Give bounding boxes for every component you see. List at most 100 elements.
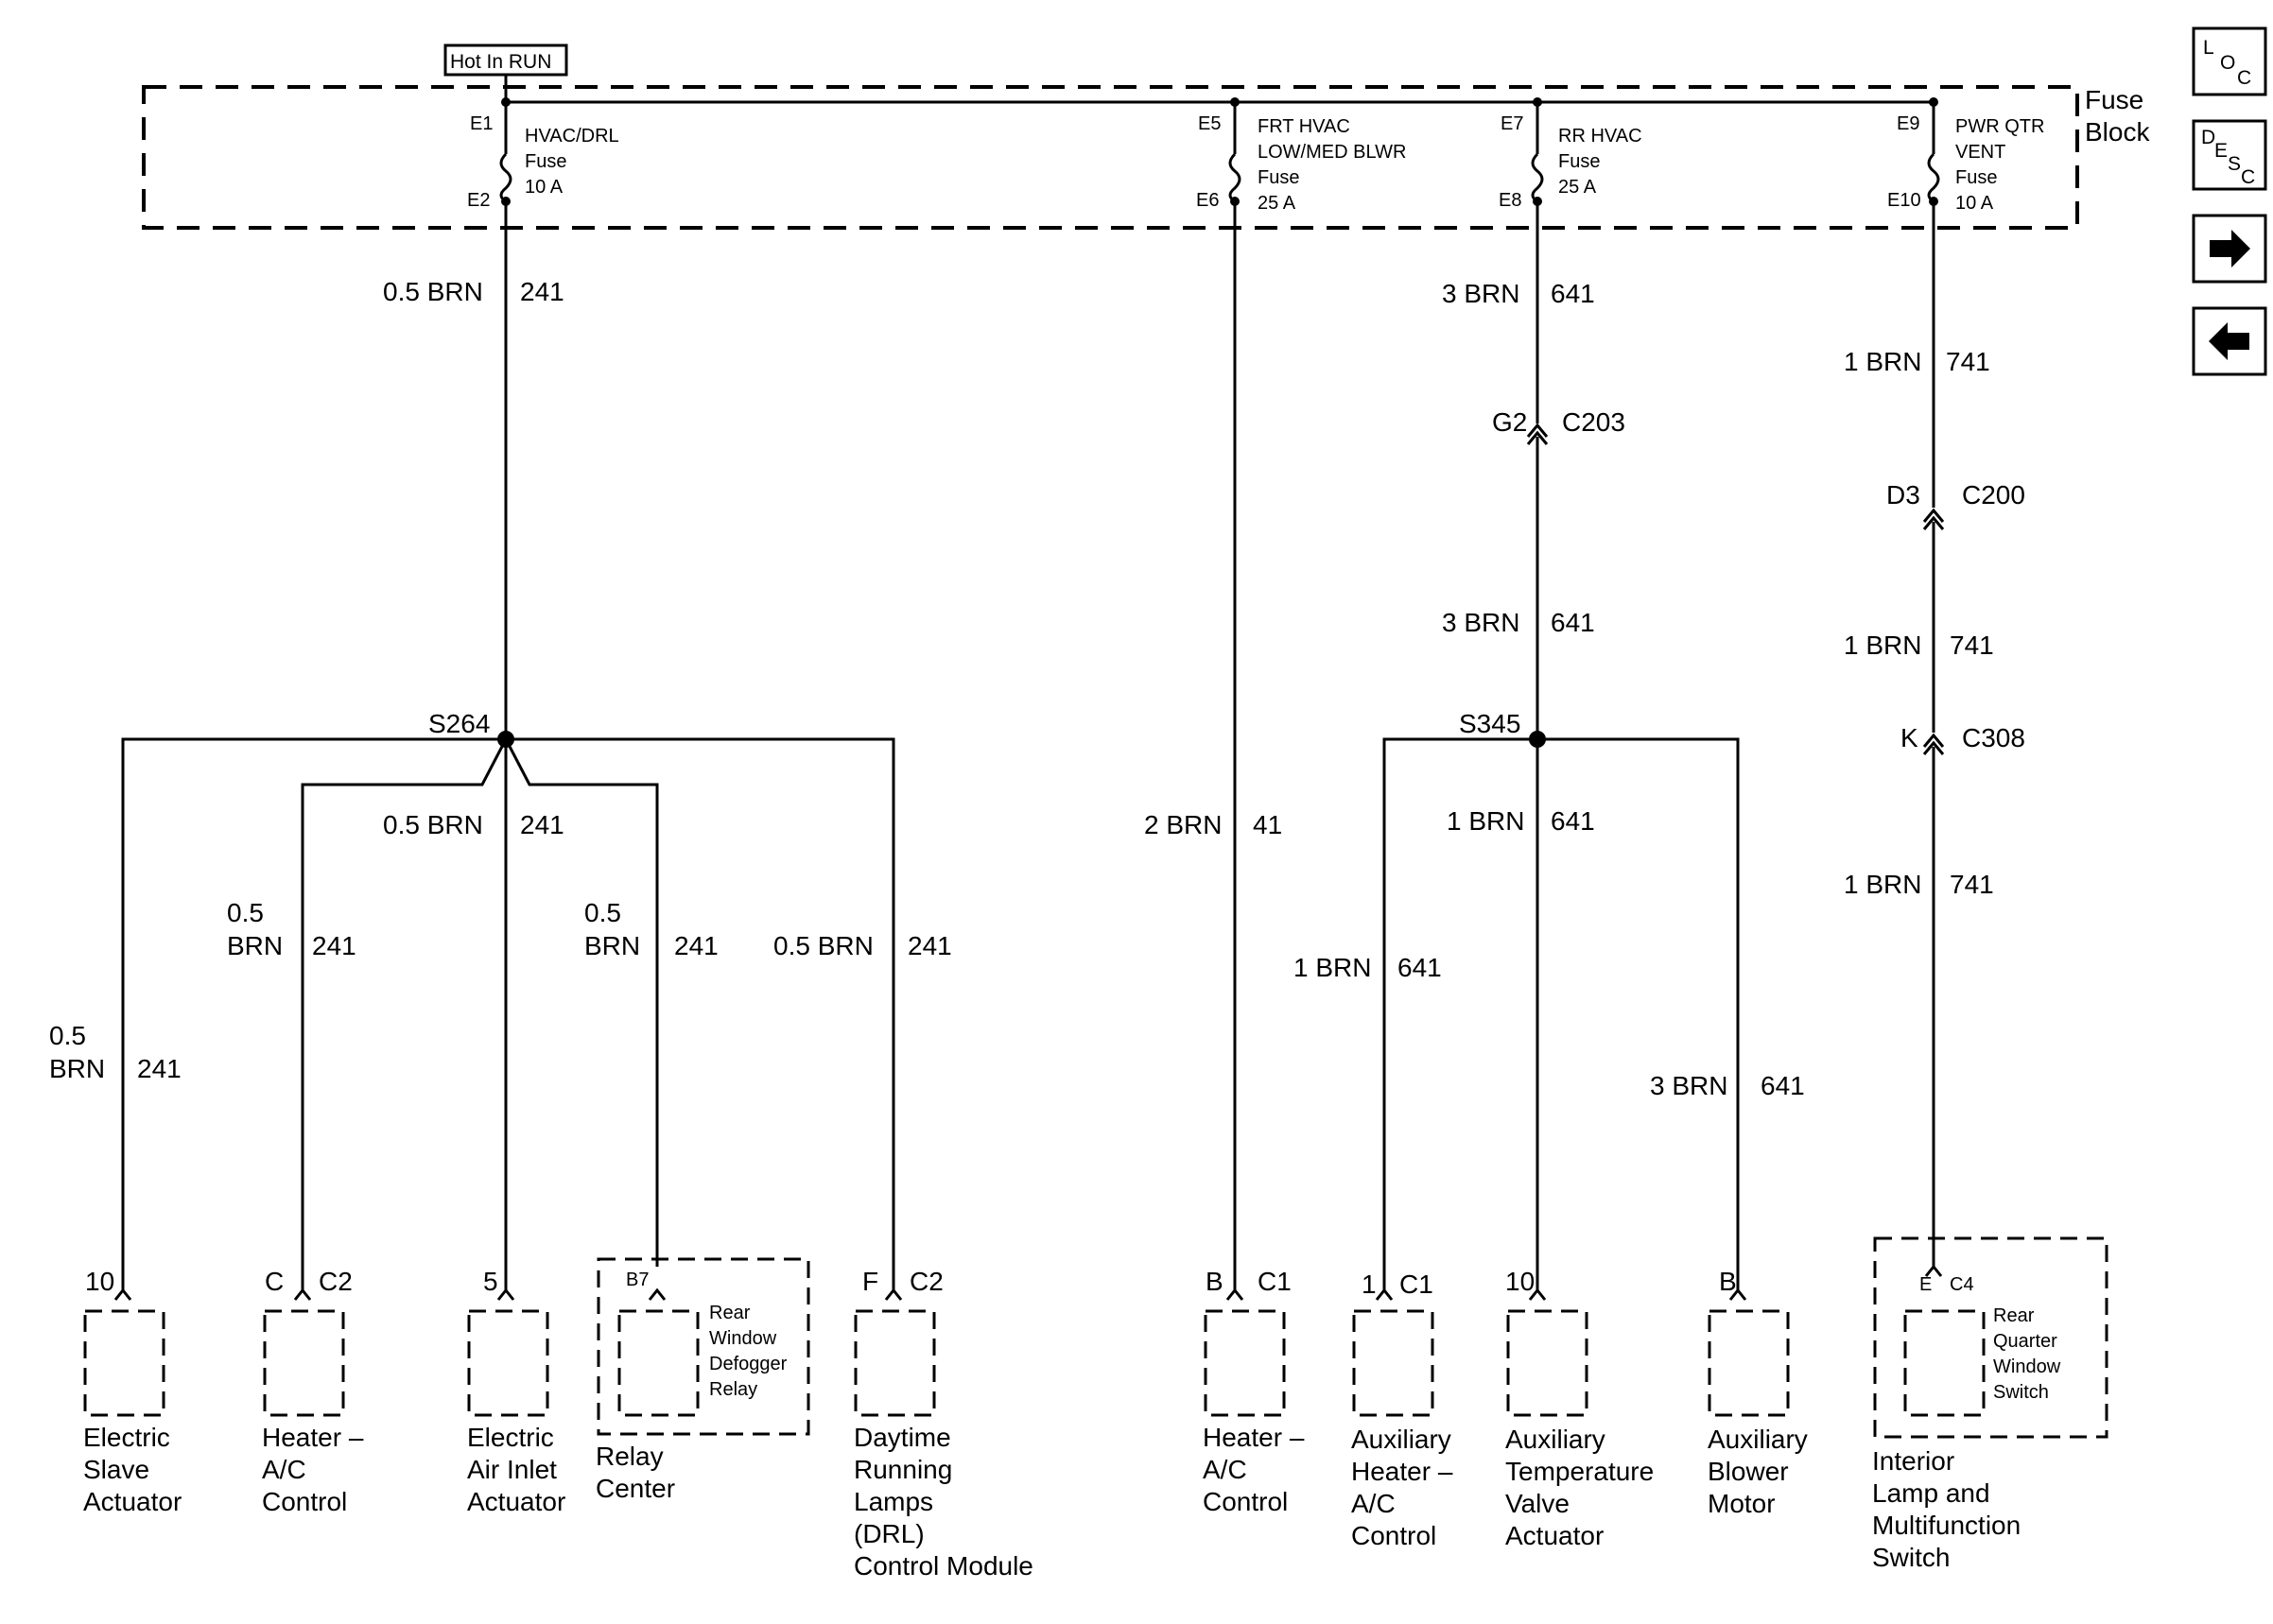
svg-text:641: 641 — [1761, 1071, 1805, 1100]
loc-button[interactable]: L O C — [2192, 26, 2267, 96]
svg-text:B: B — [1719, 1267, 1737, 1296]
svg-text:Control Module: Control Module — [854, 1551, 1033, 1581]
fuse-hvac-drl: E1 E2 HVAC/DRL Fuse 10 A — [467, 97, 619, 225]
fuse-block-label-1: Fuse — [2085, 85, 2143, 114]
svg-text:Daytime: Daytime — [854, 1423, 951, 1452]
svg-text:3 BRN: 3 BRN — [1442, 608, 1519, 637]
svg-text:10: 10 — [85, 1267, 114, 1296]
svg-text:F: F — [862, 1267, 878, 1296]
fuse-rr-hvac: E7 E8 RR HVAC Fuse 25 A — [1499, 97, 1642, 225]
fuse-name: Fuse — [1558, 151, 1600, 172]
svg-text:Control: Control — [262, 1487, 347, 1516]
component-electric-air-inlet-actuator: 5 Electric Air Inlet Actuator — [467, 1267, 565, 1516]
svg-text:Electric: Electric — [467, 1423, 554, 1452]
svg-text:741: 741 — [1950, 870, 1994, 899]
wire-branch-1 — [121, 737, 506, 1290]
fuse-symbol-icon — [1531, 152, 1544, 203]
svg-text:641: 641 — [1551, 279, 1595, 308]
svg-text:Window: Window — [1993, 1356, 2061, 1377]
svg-text:Multifunction: Multifunction — [1872, 1511, 2021, 1540]
svg-text:Blower: Blower — [1708, 1457, 1789, 1486]
svg-text:BRN: BRN — [49, 1054, 105, 1083]
fuse-name: Fuse — [525, 151, 566, 172]
fuse-rating: 25 A — [1258, 193, 1296, 214]
fuse-pin-label: E10 — [1887, 190, 1921, 211]
svg-text:41: 41 — [1253, 810, 1282, 839]
svg-text:Running: Running — [854, 1455, 952, 1484]
fuse-block-label-2: Block — [2085, 117, 2150, 147]
prev-button[interactable] — [2192, 306, 2267, 376]
component-heater-ac-control-c1: B C1 Heater – A/C Control — [1203, 1267, 1305, 1516]
svg-text:Auxiliary: Auxiliary — [1505, 1425, 1605, 1454]
svg-text:B: B — [1206, 1267, 1223, 1296]
svg-text:Actuator: Actuator — [467, 1487, 565, 1516]
wire-branch-8 — [1537, 737, 1740, 1290]
svg-text:1 BRN: 1 BRN — [1844, 870, 1921, 899]
svg-text:5: 5 — [483, 1267, 498, 1296]
fuse-name: VENT — [1955, 142, 2005, 163]
svg-text:641: 641 — [1551, 608, 1595, 637]
component-auxiliary-temperature-valve-actuator: 10 Auxiliary Temperature Valve Actuator — [1505, 1267, 1654, 1550]
svg-text:Control: Control — [1203, 1487, 1288, 1516]
inline-connector-icon — [1526, 423, 1549, 445]
svg-text:1: 1 — [1362, 1270, 1377, 1299]
svg-text:A/C: A/C — [262, 1455, 306, 1484]
component-auxiliary-heater-ac-control: 1 C1 Auxiliary Heater – A/C Control — [1351, 1270, 1453, 1550]
fuse-name: Fuse — [1955, 167, 1997, 188]
fuse-name: LOW/MED BLWR — [1258, 142, 1406, 163]
svg-text:C1: C1 — [1399, 1270, 1433, 1299]
svg-text:Interior: Interior — [1872, 1446, 1954, 1476]
svg-text:0.5 BRN: 0.5 BRN — [383, 277, 483, 306]
svg-text:Defogger: Defogger — [709, 1354, 788, 1374]
svg-text:Control: Control — [1351, 1521, 1436, 1550]
svg-text:E: E — [1919, 1274, 1932, 1295]
fuse-pin-label: E8 — [1499, 190, 1521, 211]
wire-branch-6 — [1382, 737, 1537, 1290]
wire-branch-5 — [506, 737, 895, 1290]
fuse-pin-label: E1 — [470, 113, 493, 134]
svg-text:A/C: A/C — [1351, 1489, 1396, 1518]
svg-text:Valve: Valve — [1505, 1489, 1570, 1518]
right-arrow-icon — [2210, 230, 2250, 268]
svg-text:2 BRN: 2 BRN — [1144, 810, 1222, 839]
fuse-name: PWR QTR — [1955, 116, 2044, 137]
fuse-rating: 25 A — [1558, 177, 1597, 198]
svg-text:Lamps: Lamps — [854, 1487, 933, 1516]
component-electric-slave-actuator: 10 Electric Slave Actuator — [83, 1267, 182, 1516]
svg-text:Temperature: Temperature — [1505, 1457, 1654, 1486]
svg-text:Heater –: Heater – — [262, 1423, 364, 1452]
svg-text:Window: Window — [709, 1328, 777, 1349]
component-interior-lamp-multifunction-switch: E C4 Rear Quarter Window Switch Interior… — [1872, 1236, 2108, 1572]
svg-text:0.5 BRN: 0.5 BRN — [383, 810, 483, 839]
component-drl-control-module: F C2 Daytime Running Lamps (DRL) Control… — [854, 1267, 1033, 1581]
svg-text:E: E — [2214, 140, 2228, 162]
svg-text:C1: C1 — [1258, 1267, 1292, 1296]
svg-text:C2: C2 — [910, 1267, 944, 1296]
desc-button[interactable]: D E S C — [2192, 119, 2267, 191]
svg-text:0.5 BRN: 0.5 BRN — [773, 931, 874, 960]
svg-text:741: 741 — [1946, 347, 1990, 376]
svg-text:C203: C203 — [1562, 407, 1625, 437]
svg-text:O: O — [2220, 52, 2235, 74]
svg-text:G2: G2 — [1492, 407, 1527, 437]
svg-text:241: 241 — [674, 931, 719, 960]
fuse-name: Fuse — [1258, 167, 1299, 188]
svg-text:241: 241 — [137, 1054, 182, 1083]
svg-text:C4: C4 — [1950, 1274, 1974, 1295]
svg-text:Heater –: Heater – — [1351, 1457, 1453, 1486]
svg-text:C: C — [265, 1267, 284, 1296]
fuse-pin-label: E9 — [1897, 113, 1919, 134]
svg-text:Motor: Motor — [1708, 1489, 1776, 1518]
fuse-block-outline — [142, 85, 2079, 230]
svg-text:Electric: Electric — [83, 1423, 170, 1452]
svg-text:0.5: 0.5 — [584, 898, 621, 927]
fuse-pin-label: E2 — [467, 190, 490, 211]
svg-text:1 BRN: 1 BRN — [1844, 347, 1921, 376]
svg-text:0.5: 0.5 — [49, 1021, 86, 1050]
svg-text:D3: D3 — [1886, 480, 1920, 510]
fuse-name: FRT HVAC — [1258, 116, 1350, 137]
svg-text:241: 241 — [520, 277, 564, 306]
wire-branch-4 — [504, 738, 659, 1267]
next-button[interactable] — [2192, 214, 2267, 284]
